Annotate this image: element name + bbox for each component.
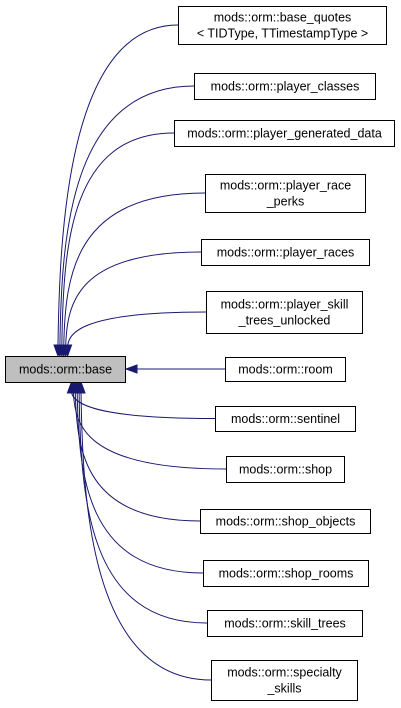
class-node-label-line: mods::orm::skill_trees — [224, 617, 346, 631]
class-node-base-quotes[interactable]: mods::orm::base_quotes< TIDType, TTimest… — [178, 6, 387, 45]
class-node-label-line: mods::orm::player_classes — [211, 80, 360, 94]
inheritance-edge-shop-rooms — [76, 391, 204, 574]
class-node-label-line: _skills — [266, 682, 301, 696]
inheritance-edge-specialty-skills — [80, 391, 212, 681]
class-node-box — [226, 456, 345, 483]
class-node-sentinel[interactable]: mods::orm::sentinel — [215, 406, 356, 432]
class-node-label-line: < TIDType, TTimestampType > — [197, 27, 368, 41]
class-node-skill-trees[interactable]: mods::orm::skill_trees — [207, 610, 363, 637]
class-node-label-line: mods::orm::shop_objects — [216, 515, 356, 529]
inheritance-edge-shop-objects — [74, 391, 201, 522]
class-node-shop[interactable]: mods::orm::shop — [226, 456, 345, 483]
arrowhead-icon — [62, 344, 73, 358]
class-node-box — [201, 239, 370, 266]
class-node-box — [205, 174, 366, 213]
inheritance-edge-player-races — [65, 251, 202, 347]
class-node-label-line: _perks — [266, 195, 305, 209]
class-node-label-line: mods::orm::player_generated_data — [187, 127, 382, 141]
class-node-label-line: mods::orm::player_race — [220, 179, 351, 193]
class-node-label-line: mods::orm::base_quotes — [214, 11, 352, 25]
class-node-label-line: mods::orm::room — [238, 363, 332, 377]
inheritance-edge-player-skill-trees-unlocked — [67, 311, 207, 347]
class-node-box — [194, 73, 376, 100]
class-node-label-line: _trees_unlocked — [238, 314, 331, 328]
class-node-specialty-skills[interactable]: mods::orm::specialty_skills — [211, 660, 358, 701]
class-node-box — [178, 6, 387, 45]
class-node-shop-rooms[interactable]: mods::orm::shop_rooms — [203, 560, 369, 587]
class-node-box — [225, 357, 346, 382]
class-node-box — [211, 660, 358, 701]
inheritance-edge-shop — [72, 391, 227, 470]
class-node-label-line: mods::orm::shop — [239, 463, 332, 477]
class-node-player-generated-data[interactable]: mods::orm::player_generated_data — [174, 120, 395, 147]
class-node-player-race-perks[interactable]: mods::orm::player_race_perks — [205, 174, 366, 213]
arrowhead-icon — [124, 364, 138, 374]
class-node-room[interactable]: mods::orm::room — [225, 357, 346, 382]
class-node-box — [207, 610, 363, 637]
class-node-label-line: mods::orm::specialty — [227, 666, 342, 680]
arrowhead-icon — [76, 380, 86, 394]
edges-layer — [53, 24, 227, 681]
class-node-box — [200, 509, 371, 534]
class-node-box — [5, 356, 126, 383]
inheritance-edge-base-quotes — [57, 24, 179, 347]
inheritance-edge-skill-trees — [78, 391, 208, 624]
inheritance-edge-player-classes — [59, 85, 195, 347]
class-node-label-line: mods::orm::player_skill — [221, 298, 349, 312]
class-node-base[interactable]: mods::orm::base — [5, 356, 126, 383]
class-node-label-line: mods::orm::shop_rooms — [219, 567, 354, 581]
class-node-box — [174, 120, 395, 147]
class-node-label-line: mods::orm::player_races — [217, 246, 355, 260]
class-node-label-line: mods::orm::sentinel — [231, 412, 340, 426]
inheritance-edge-sentinel — [70, 391, 216, 419]
class-node-player-skill-trees-unlocked[interactable]: mods::orm::player_skill_trees_unlocked — [206, 291, 363, 334]
inheritance-edge-player-race-perks — [63, 192, 206, 347]
inheritance-edge-player-generated-data — [61, 132, 175, 347]
class-node-box — [215, 406, 356, 432]
nodes-layer: mods::orm::base mods::orm::base_quotes< T… — [5, 6, 395, 701]
class-node-box — [203, 560, 369, 587]
class-node-shop-objects[interactable]: mods::orm::shop_objects — [200, 509, 371, 534]
class-node-box — [206, 291, 363, 334]
class-node-player-races[interactable]: mods::orm::player_races — [201, 239, 370, 266]
class-node-label-line: mods::orm::base — [19, 363, 112, 377]
class-node-player-classes[interactable]: mods::orm::player_classes — [194, 73, 376, 100]
